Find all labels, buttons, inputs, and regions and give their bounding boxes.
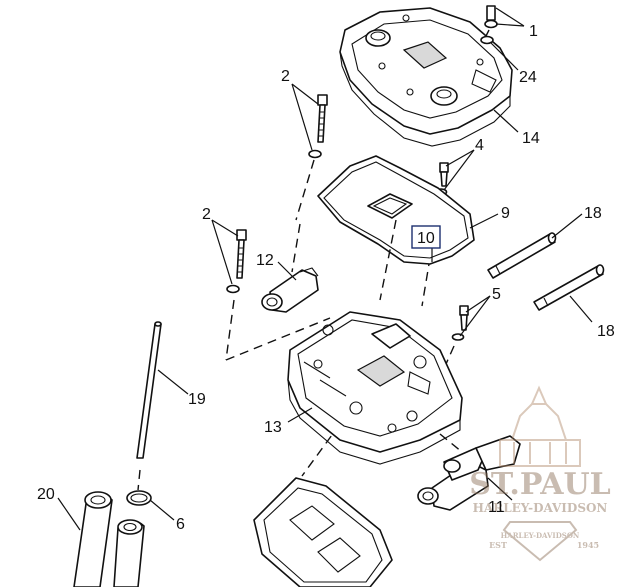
bolt-lower xyxy=(226,229,247,294)
callout-10-box xyxy=(411,225,441,249)
watermark-middle-text: HARLEY-DAVIDSON xyxy=(473,501,608,515)
o-ring-6 xyxy=(126,490,152,506)
leader-lines xyxy=(57,7,593,531)
watermark-badge-text: HARLEY-DAVIDSON xyxy=(501,531,580,540)
lower-gasket xyxy=(253,477,393,587)
callout-19: 19 xyxy=(188,391,206,408)
bolt-upper xyxy=(295,94,328,221)
pushrod-19 xyxy=(136,321,162,459)
rocker-housing xyxy=(287,311,463,465)
callout-1: 1 xyxy=(529,23,538,40)
callout-18-lower: 18 xyxy=(597,323,615,340)
callout-12: 12 xyxy=(256,252,274,269)
bolt-5 xyxy=(451,305,469,341)
dealer-watermark: ST.PAUL HARLEY-DAVIDSON HARLEY-DAVIDSON … xyxy=(469,385,611,562)
callout-9: 9 xyxy=(501,205,510,222)
callout-2-upper: 2 xyxy=(281,68,290,85)
callout-11: 11 xyxy=(488,499,505,516)
cover-gasket xyxy=(317,155,475,265)
watermark-badge-left: EST xyxy=(489,540,507,550)
callout-20: 20 xyxy=(37,486,55,503)
rocker-arm-12 xyxy=(261,267,319,313)
callout-4: 4 xyxy=(475,137,484,154)
callout-13: 13 xyxy=(264,419,282,436)
rocker-arm-11 xyxy=(417,435,521,511)
callout-14: 14 xyxy=(522,130,540,147)
rocker-cover xyxy=(339,7,513,147)
cover-bolt-washer xyxy=(480,5,498,45)
callout-6: 6 xyxy=(176,516,185,533)
pushrod-18-upper xyxy=(487,232,557,279)
callout-labels: 1 24 14 2 4 9 10 18 2 12 5 18 19 13 20 6… xyxy=(37,23,615,533)
pushrod-tubes-20 xyxy=(73,491,145,587)
watermark-top-text: ST.PAUL xyxy=(469,467,610,502)
callout-24: 24 xyxy=(519,69,537,86)
callout-5: 5 xyxy=(492,286,501,303)
callout-2-lower: 2 xyxy=(202,206,211,223)
pushrod-18-lower xyxy=(533,264,605,311)
callout-18-upper: 18 xyxy=(584,205,602,222)
callout-10: 10 xyxy=(417,230,435,247)
watermark-badge-right: 1945 xyxy=(577,540,599,550)
